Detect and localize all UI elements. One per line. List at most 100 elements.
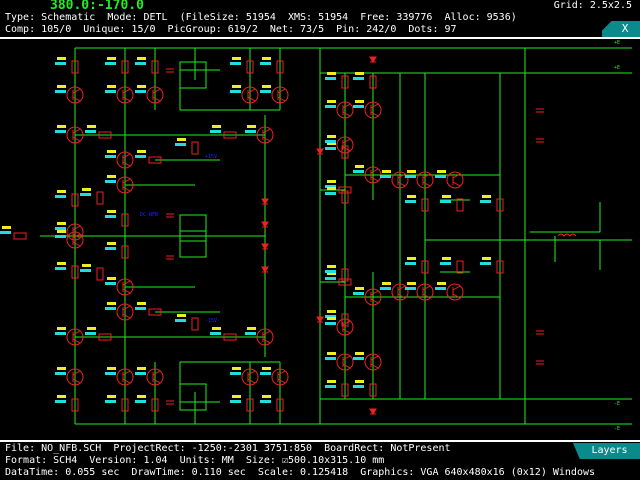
component-ref-mark xyxy=(107,85,116,88)
component-value-mark xyxy=(175,319,186,322)
component-ref-mark xyxy=(107,277,116,280)
component-ref-mark xyxy=(177,314,186,317)
resistor-symbol xyxy=(341,145,349,159)
file-info: File: NO_NFB.SCH ProjectRect: -1250:-230… xyxy=(5,443,451,454)
component-ref-mark xyxy=(482,257,491,260)
transistor-symbol xyxy=(391,283,409,301)
component-value-mark xyxy=(135,307,146,310)
component-value-mark xyxy=(80,269,91,272)
component-ref-mark xyxy=(137,367,146,370)
component-value-mark xyxy=(405,262,416,265)
component-ref-mark xyxy=(232,367,241,370)
transistor-symbol xyxy=(66,223,84,241)
component-value-mark xyxy=(480,200,491,203)
transistor-symbol xyxy=(446,283,464,301)
component-value-mark xyxy=(325,140,336,143)
component-value-mark xyxy=(325,147,336,150)
diode-symbol xyxy=(369,56,377,63)
resistor-symbol xyxy=(121,398,129,412)
component-value-mark xyxy=(353,292,364,295)
component-ref-mark xyxy=(327,72,336,75)
transistor-symbol xyxy=(116,86,134,104)
component-ref-mark xyxy=(137,57,146,60)
capacitor-symbol xyxy=(166,213,174,218)
resistor-symbol xyxy=(71,60,79,74)
diode-symbol xyxy=(316,148,324,155)
component-value-mark xyxy=(230,90,241,93)
resistor-symbol xyxy=(369,383,377,397)
resistor-symbol xyxy=(223,333,237,341)
component-ref-mark xyxy=(107,57,116,60)
component-ref-mark xyxy=(355,380,364,383)
component-value-mark xyxy=(55,90,66,93)
resistor-symbol xyxy=(341,190,349,204)
transistor-symbol xyxy=(241,86,259,104)
component-value-mark xyxy=(325,105,336,108)
component-value-mark xyxy=(105,400,116,403)
diode-symbol xyxy=(369,408,377,415)
component-ref-mark xyxy=(355,72,364,75)
rail-label: -E xyxy=(614,401,620,407)
capacitor-symbol xyxy=(536,138,544,143)
layers-button[interactable]: Layers xyxy=(573,443,640,459)
component-value-mark xyxy=(245,130,256,133)
component-ref-mark xyxy=(327,135,336,138)
divider xyxy=(0,37,640,39)
component-value-mark xyxy=(405,175,416,178)
component-ref-mark xyxy=(247,327,256,330)
component-value-mark xyxy=(260,90,271,93)
transistor-symbol xyxy=(116,278,134,296)
component-value-mark xyxy=(230,62,241,65)
component-ref-mark xyxy=(262,85,271,88)
component-value-mark xyxy=(353,385,364,388)
component-value-mark xyxy=(175,143,186,146)
component-value-mark xyxy=(353,77,364,80)
component-ref-mark xyxy=(327,100,336,103)
component-ref-mark xyxy=(57,125,66,128)
transistor-symbol xyxy=(66,328,84,346)
zener-box xyxy=(179,383,207,411)
component-value-mark xyxy=(55,235,66,238)
component-ref-mark xyxy=(87,327,96,330)
close-button[interactable]: X xyxy=(602,21,640,37)
resistor-symbol xyxy=(191,317,199,331)
transistor-symbol xyxy=(116,151,134,169)
component-value-mark xyxy=(55,332,66,335)
component-ref-mark xyxy=(107,175,116,178)
close-icon: X xyxy=(621,22,629,35)
component-ref-mark xyxy=(355,165,364,168)
capacitor-symbol xyxy=(166,255,174,260)
component-ref-mark xyxy=(382,170,391,173)
component-ref-mark xyxy=(442,195,451,198)
zener-box xyxy=(179,214,207,242)
component-value-mark xyxy=(440,262,451,265)
component-value-mark xyxy=(105,372,116,375)
transistor-symbol xyxy=(364,353,382,371)
net-label: DC_NFB xyxy=(140,212,158,218)
component-ref-mark xyxy=(327,352,336,355)
component-ref-mark xyxy=(437,170,446,173)
component-ref-mark xyxy=(137,395,146,398)
transistor-symbol xyxy=(146,368,164,386)
resistor-symbol xyxy=(71,193,79,207)
component-value-mark xyxy=(435,175,446,178)
inductor-symbol xyxy=(557,233,577,237)
component-value-mark xyxy=(55,400,66,403)
component-value-mark xyxy=(440,200,451,203)
resistor-symbol xyxy=(148,308,162,316)
component-ref-mark xyxy=(57,85,66,88)
component-ref-mark xyxy=(482,195,491,198)
component-value-mark xyxy=(135,372,146,375)
component-value-mark xyxy=(135,400,146,403)
component-ref-mark xyxy=(355,287,364,290)
component-value-mark xyxy=(353,357,364,360)
zener-box xyxy=(179,61,207,89)
transistor-symbol xyxy=(364,101,382,119)
component-value-mark xyxy=(55,267,66,270)
component-value-mark xyxy=(260,400,271,403)
resistor-symbol xyxy=(341,313,349,327)
component-ref-mark xyxy=(327,180,336,183)
component-ref-mark xyxy=(232,85,241,88)
resistor-symbol xyxy=(98,131,112,139)
